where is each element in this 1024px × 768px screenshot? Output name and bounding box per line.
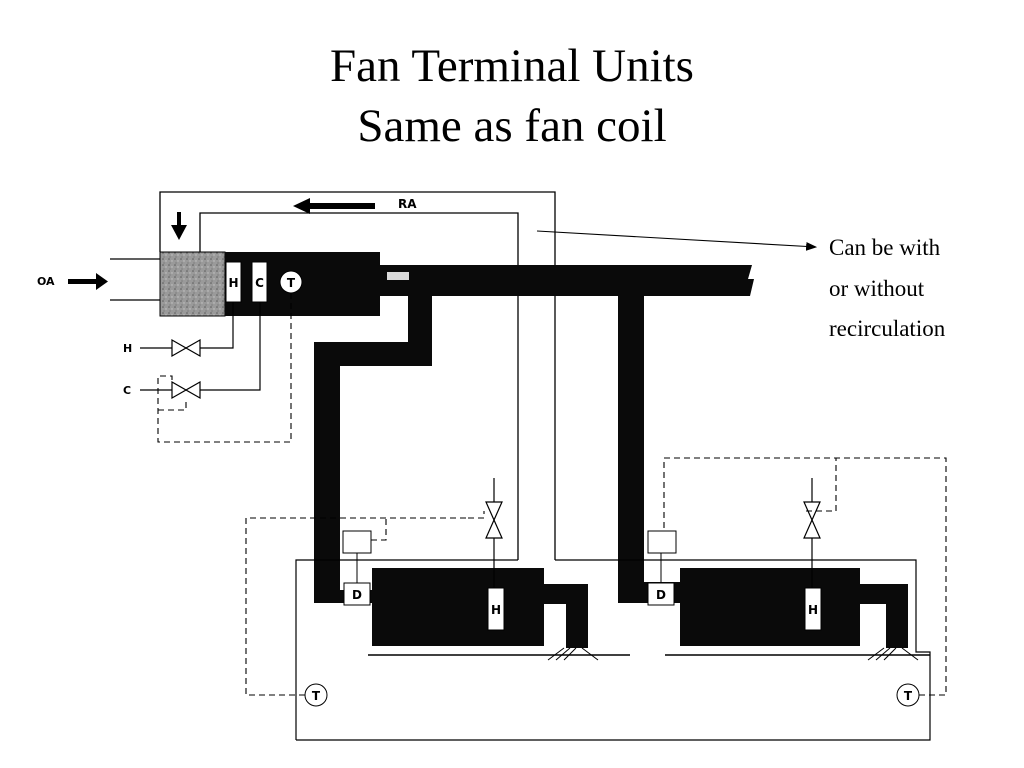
terminal-unit-left-valve (485, 478, 503, 588)
branch-duct-right (618, 296, 680, 603)
slide-title-line-1: Fan Terminal Units (330, 40, 694, 92)
recirculation-note: Can be with or without recirculation (829, 228, 1019, 350)
terminal-unit-left-actuator (342, 530, 372, 554)
terminal-unit-right-heater (804, 587, 822, 631)
terminal-unit-left-heater-label: H (491, 603, 501, 617)
filter-section (159, 251, 226, 317)
terminal-unit-left-heater (487, 587, 505, 631)
room-thermostat-right-label: T (904, 689, 913, 703)
room-outline (295, 559, 931, 741)
terminal-unit-right-diffuser (867, 647, 919, 661)
down-arrow-icon (171, 212, 187, 240)
terminal-control-wiring (245, 457, 947, 696)
recirculation-note-line-1: Can be with (829, 235, 941, 260)
ahu-control-wiring (157, 293, 292, 443)
terminal-unit-right-outlet (860, 584, 908, 648)
heating-coil-label: H (228, 276, 238, 290)
terminal-unit-right-damper-label: D (656, 588, 666, 602)
return-air-label: RA (398, 197, 417, 211)
cooling-coil-label: C (255, 276, 264, 290)
terminal-unit-right-heater-label: H (808, 603, 818, 617)
supply-main-duct (380, 265, 754, 296)
outside-air-inlet (110, 258, 160, 301)
branch-duct-left (314, 296, 432, 603)
cooling-line-label: C (123, 384, 131, 397)
recirculation-note-line-3: recirculation (829, 316, 946, 341)
terminal-unit-right-actuator (647, 530, 677, 554)
slide-title-line-2: Same as fan coil (357, 100, 667, 152)
annotation-pointer (536, 230, 818, 251)
cooling-valve (140, 302, 261, 400)
return-air-loop (159, 191, 556, 560)
terminal-unit-left-diffuser (547, 647, 599, 661)
air-handler-body (225, 252, 380, 316)
terminal-unit-left (372, 568, 544, 646)
return-air-arrow (293, 198, 375, 214)
outside-air-label: OA (37, 275, 55, 288)
heating-valve (140, 302, 234, 358)
terminal-unit-right (680, 568, 860, 646)
recirculation-note-line-2: or without (829, 275, 925, 301)
terminal-unit-left-damper-label: D (352, 588, 362, 602)
outside-air-arrow (68, 273, 108, 290)
room-thermostat-left-label: T (312, 689, 321, 703)
ahu-thermostat-label: T (287, 276, 296, 290)
supply-duct-highlight (387, 272, 409, 280)
terminal-unit-left-outlet (544, 584, 588, 648)
heating-line-label: H (123, 342, 132, 355)
slide-title: Fan Terminal Units Same as fan coil (0, 36, 1024, 156)
